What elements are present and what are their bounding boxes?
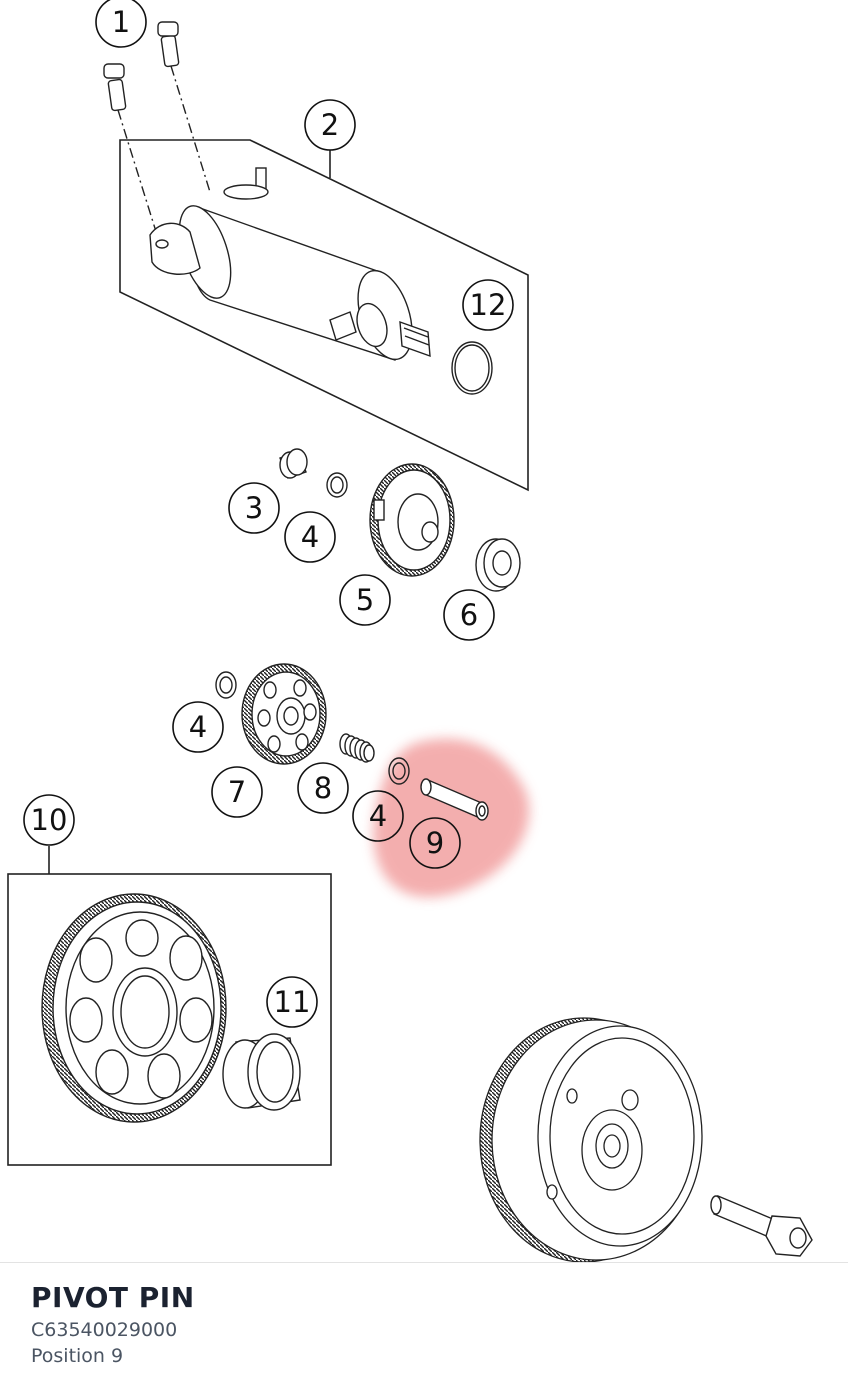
callout-5[interactable]: 5	[339, 574, 391, 626]
callout-12[interactable]: 12	[462, 279, 514, 331]
starter-bolts[interactable]	[103, 21, 211, 239]
callout-9[interactable]: 9	[409, 817, 461, 869]
washer-lower[interactable]	[388, 757, 410, 785]
needle-bearing[interactable]	[222, 1033, 301, 1111]
callout-label: 1	[112, 5, 130, 39]
callout-label: 12	[470, 288, 507, 322]
callout-11[interactable]: 11	[266, 976, 318, 1028]
callout-label: 3	[245, 491, 263, 525]
freewheel-gear[interactable]	[7, 846, 332, 1166]
callout-6[interactable]: 6	[443, 589, 495, 641]
callout-8[interactable]: 8	[297, 762, 349, 814]
callout-label: 2	[321, 108, 339, 142]
callout-4[interactable]: 4	[172, 701, 224, 753]
idler-gear[interactable]	[241, 663, 327, 765]
selection-highlight	[373, 738, 530, 898]
part-position: Position 9	[31, 1345, 124, 1367]
callout-label: 10	[31, 803, 68, 837]
callout-label: 7	[228, 775, 246, 809]
diagram-canvas: 1 2 12 3 4 5 6 4 7 8 4 9	[7, 0, 813, 1262]
starter-motor[interactable]	[119, 139, 529, 492]
washer-upper[interactable]	[326, 472, 348, 498]
part-info-panel: PIVOT PIN C63540029000 Position 9	[0, 1262, 848, 1391]
callout-label: 6	[460, 598, 478, 632]
callout-2[interactable]: 2	[304, 99, 356, 151]
callout-7[interactable]: 7	[211, 766, 263, 818]
callout-4[interactable]: 4	[352, 790, 404, 842]
washer-middle[interactable]	[215, 671, 237, 699]
callout-label: 9	[426, 826, 444, 860]
part-name: PIVOT PIN	[31, 1281, 195, 1314]
flywheel-bolt[interactable]	[710, 1195, 813, 1257]
spring[interactable]	[339, 733, 375, 763]
exploded-parts-diagram: 1 2 12 3 4 5 6 4 7 8 4 9	[7, 0, 813, 1262]
callout-3[interactable]: 3	[228, 482, 280, 534]
callout-1[interactable]: 1	[95, 0, 147, 48]
o-ring[interactable]	[451, 341, 493, 395]
flywheel-rotor[interactable]	[479, 1017, 703, 1262]
callout-label: 5	[356, 583, 374, 617]
pivot-pin[interactable]	[420, 778, 489, 821]
callout-label: 4	[301, 520, 319, 554]
part-number: C63540029000	[31, 1319, 178, 1341]
callout-label: 8	[314, 771, 332, 805]
callout-10[interactable]: 10	[23, 794, 75, 846]
bushing[interactable]	[279, 448, 308, 479]
callout-label: 4	[189, 710, 207, 744]
callout-label: 4	[369, 799, 387, 833]
intermediate-gear[interactable]	[369, 463, 455, 577]
callout-4[interactable]: 4	[284, 511, 336, 563]
callout-label: 11	[274, 985, 311, 1019]
bearing[interactable]	[475, 538, 521, 592]
